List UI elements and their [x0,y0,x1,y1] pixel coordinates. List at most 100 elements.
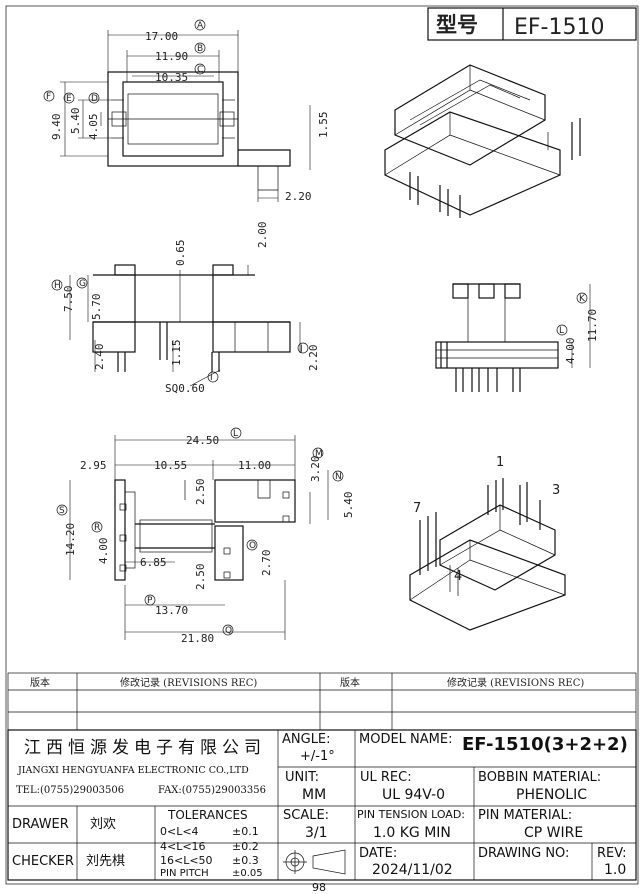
bottom-view: 24.50 2.95 10.55 11.00 3.20 5.40 14.20 4… [56,427,355,645]
dim-10-55: 10.55 [154,459,187,472]
ul-rec-value: UL 94V-0 [382,787,446,803]
unit-label: UNIT: [285,770,319,785]
dim-13-70: 13.70 [155,604,188,617]
pin-label-7: 7 [413,501,421,516]
side-view: 11.70 4.00 K L [435,283,599,392]
angle-value: +/-1° [300,749,335,764]
dim-4-00-bottom: 4.00 [97,538,110,565]
checker-label: CHECKER [12,854,74,869]
model-header-box: 型号 EF-1510 [427,7,637,41]
dim-5-40: 5.40 [69,108,82,135]
dim-4-00-side: 4.00 [564,338,577,365]
dim-4-05: 4.05 [87,114,100,141]
dim-0-65: 0.65 [174,240,187,267]
dim-7-50: 7.50 [62,286,75,313]
callout-k: K [579,294,586,304]
drawer-label: DRAWER [12,817,69,832]
projection-symbol [283,849,346,875]
dim-1-55: 1.55 [317,112,330,139]
company-name-cn: 江西恒源发电子有限公司 [24,738,266,758]
rev-col-record-left: 修改记录 (REVISIONS REC) [120,676,257,689]
dim-5-40-bottom: 5.40 [342,492,355,519]
callout-m: M [315,449,323,459]
dim-2-40: 2.40 [93,344,106,371]
callout-b: B [197,44,203,54]
sheet-border [5,5,639,885]
drawing-no-label: DRAWING NO: [478,846,570,861]
dim-1-15: 1.15 [170,340,183,367]
ul-rec-label: UL REC: [360,770,412,785]
dim-2-50-a: 2.50 [194,479,207,506]
isometric-view-top [384,64,581,218]
callout-s: S [59,506,65,516]
callout-n: N [335,472,342,482]
title-block-grid [7,729,637,881]
callout-o: O [249,541,256,551]
callout-l: L [233,429,238,439]
rev-value: 1.0 [604,862,627,878]
model-name-value: EF-1510(3+2+2) [462,734,628,755]
company-fax: FAX:(0755)29003356 [158,785,266,796]
model-header: EF-1510 [514,15,604,40]
dim-2-00-front: 2.00 [256,222,269,249]
pin-label-4: 4 [454,569,462,584]
rev-col-version-right: 版本 [340,676,360,689]
top-view: 17.00 11.90 10.35 9.40 5.40 4.05 1.55 2.… [43,19,330,203]
tolerance-range-4: PIN PITCH [160,868,209,879]
front-view: 0.65 2.00 7.50 5.70 2.40 1.15 SQ0.60 2.2… [51,222,320,395]
rev-col-version-left: 版本 [30,676,50,689]
rev-label: REV: [597,846,627,861]
tolerances-title: TOLERANCES [168,808,248,822]
dim-21-80: 21.80 [181,632,214,645]
pin-tension-label: PIN TENSION LOAD: [357,808,466,821]
dim-2-50-b: 2.50 [194,564,207,591]
footer-number: 98 [312,881,326,894]
callout-c: C [197,65,203,75]
dim-9-40: 9.40 [50,114,63,141]
callout-f: F [46,92,51,102]
callout-p: P [147,596,153,606]
tolerance-value-3: ±0.3 [232,854,259,867]
date-label: DATE: [359,846,398,861]
callout-d: D [91,94,98,104]
unit-value: MM [302,787,327,803]
tolerance-range-2: 4<L<16 [160,840,206,853]
bobbin-material-label: BOBBIN MATERIAL: [478,770,602,785]
checker-name: 刘先棋 [86,854,126,869]
callout-g: G [79,279,86,289]
dim-24-50: 24.50 [186,434,219,447]
callout-r: R [94,523,100,533]
dim-14-20: 14.20 [64,523,77,556]
revision-table: 版本 修改记录 (REVISIONS REC) 版本 修改记录 (REVISIO… [7,672,637,731]
dim-6-85: 6.85 [140,556,167,569]
company-tel: TEL:(0755)29003506 [16,785,125,796]
dim-10-35: 10.35 [155,71,188,84]
dim-2-70: 2.70 [260,550,273,577]
callout-l-side: L [559,326,564,336]
scale-value: 3/1 [305,825,328,841]
pin-material-label: PIN MATERIAL: [478,808,573,823]
tolerance-range-3: 16<L<50 [160,854,213,867]
model-name-label: MODEL NAME: [359,732,453,747]
dim-17-00: 17.00 [145,30,178,43]
dim-5-70: 5.70 [90,294,103,321]
callout-j: J [299,344,303,354]
pin-label-3: 3 [552,483,560,498]
drawer-name: 刘欢 [90,817,117,832]
dim-3-20: 3.20 [309,456,322,483]
tolerance-range-1: 0<L<4 [160,825,199,838]
isometric-view-bottom: 1 3 4 7 [409,455,566,631]
pin-tension-value: 1.0 KG MIN [373,825,451,841]
dim-11-00: 11.00 [238,459,271,472]
bobbin-material-value: PHENOLIC [516,787,588,803]
scale-label: SCALE: [283,808,330,823]
type-label: 型号 [436,13,478,37]
date-value: 2024/11/02 [372,862,453,878]
company-name-en: JIANGXI HENGYUANFA ELECTRONIC CO.,LTD [18,765,249,776]
tolerance-value-4: ±0.05 [232,868,263,879]
dim-11-90: 11.90 [155,50,188,63]
dim-2-20-front: 2.20 [307,345,320,372]
angle-label: ANGLE: [282,732,331,747]
callout-e: E [66,94,72,104]
